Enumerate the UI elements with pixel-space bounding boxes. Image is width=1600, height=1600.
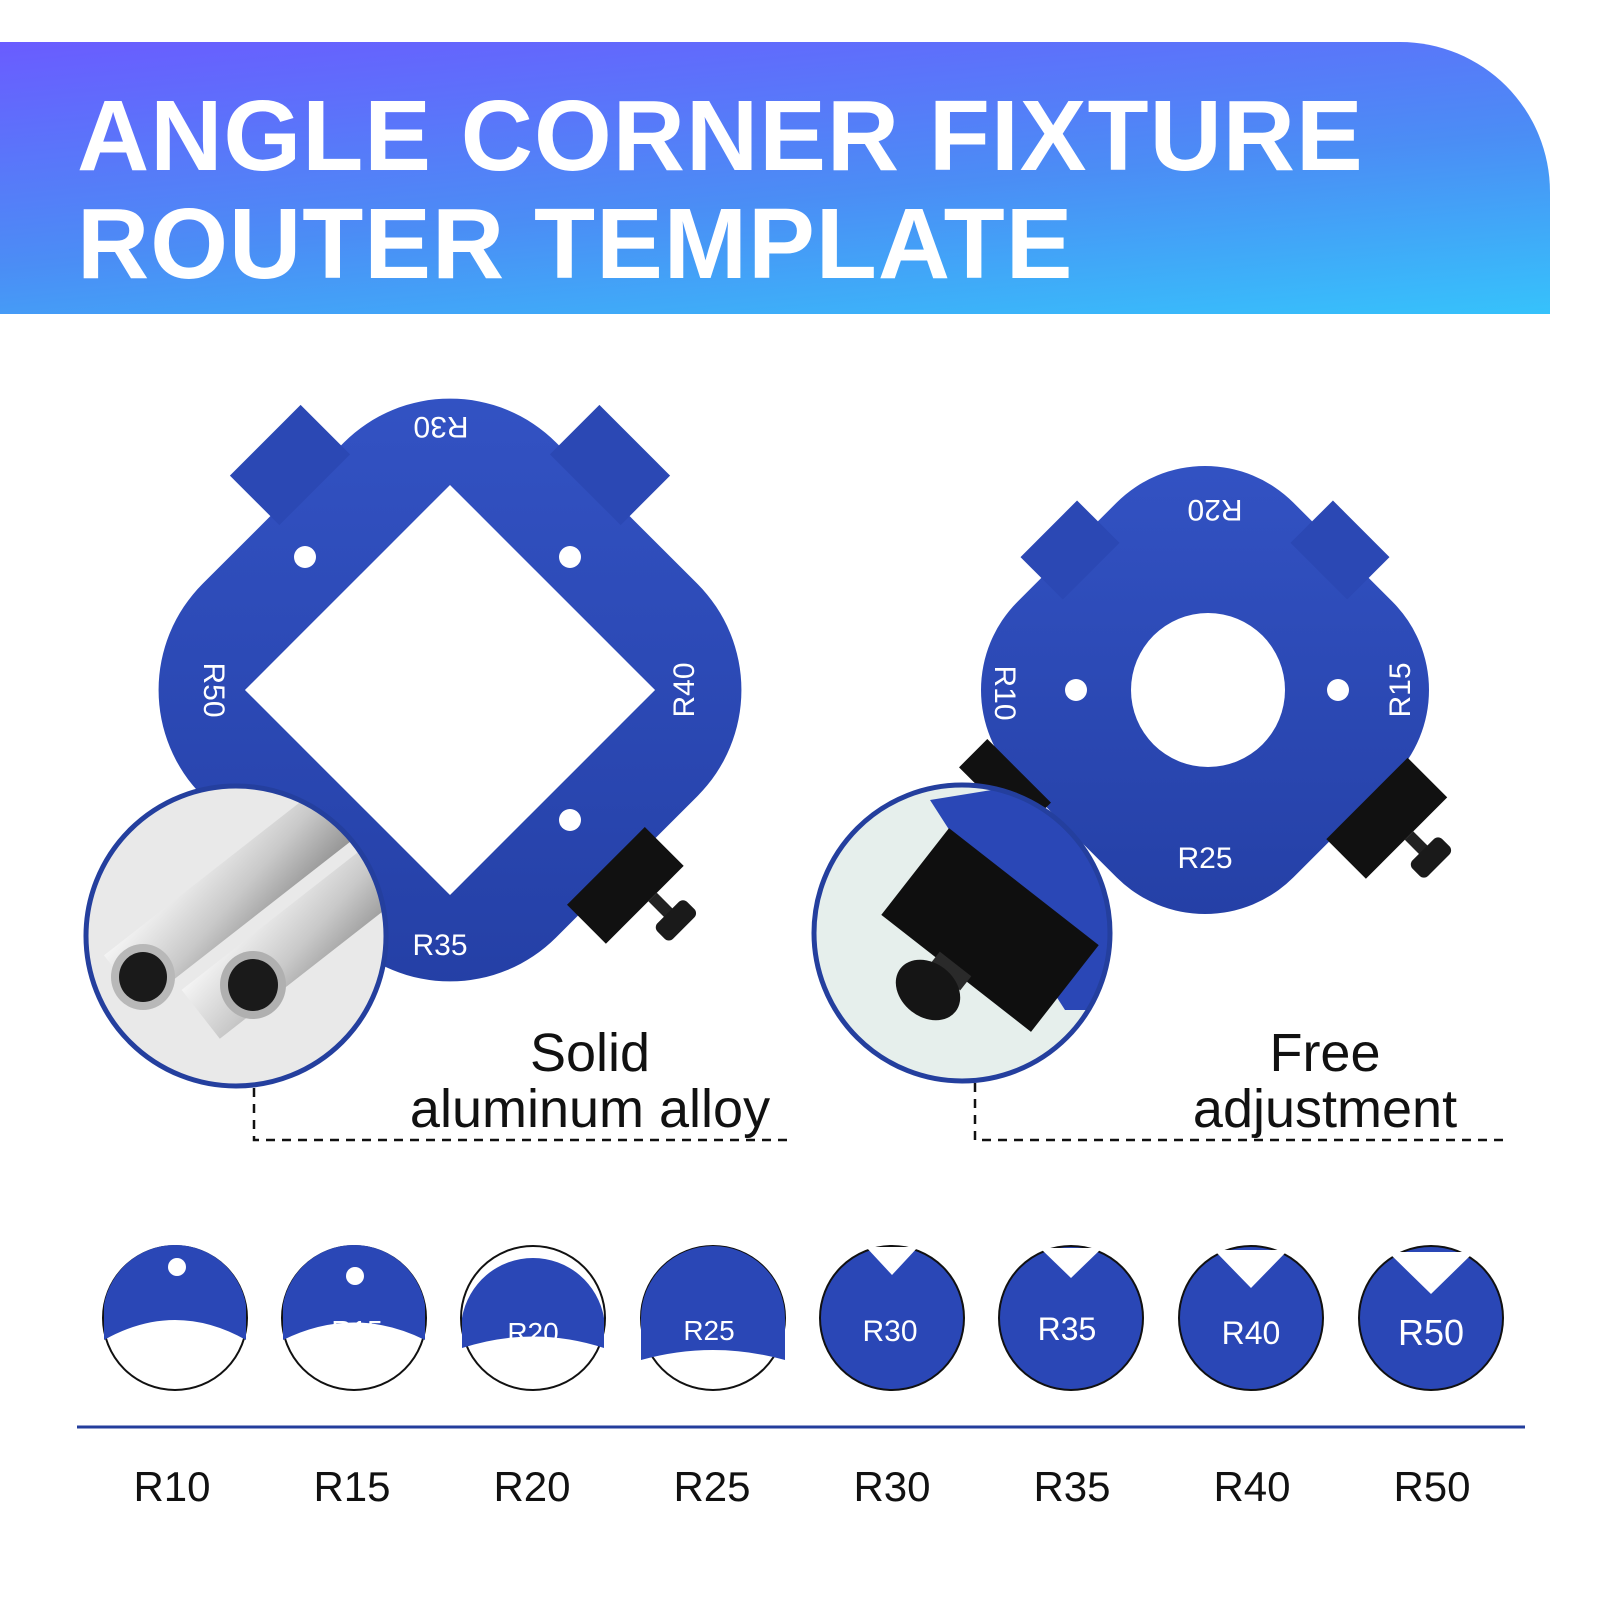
radius-detail-r50 [1358,1245,1504,1391]
radius-label: R50 [1393,1463,1471,1510]
radius-label: R10 [133,1463,211,1510]
small-template-tab [1020,500,1120,600]
small-label-top: R20 [1187,493,1242,526]
feature-caption-material: Solid aluminum alloy [380,1025,800,1137]
small-label-bottom: R25 [1177,842,1232,875]
mounting-hole [559,546,581,568]
header-banner: ANGLE CORNER FIXTURE ROUTER TEMPLATE [0,42,1550,314]
radius-detail-row: R10 R15 R20 R25 R30 R35 R40 R50 [102,1244,1504,1391]
radius-detail-label: R50 [1398,1312,1464,1353]
radius-label: R35 [1033,1463,1111,1510]
large-label-left: R50 [197,662,230,717]
radius-detail-r15 [281,1244,427,1391]
mounting-hole [1065,679,1087,701]
small-label-left: R10 [988,665,1021,720]
small-router-template: R20 R10 R15 R25 [959,466,1452,914]
radius-label: R25 [673,1463,751,1510]
small-label-right: R15 [1384,662,1417,717]
large-template-opening [244,484,656,896]
radius-detail-r35 [998,1245,1144,1391]
title-line-2: ROUTER TEMPLATE [77,188,1074,300]
small-template-opening [1131,613,1285,767]
mounting-hole [294,546,316,568]
title-line-1: ANGLE CORNER FIXTURE [77,80,1364,192]
radius-detail-label: R35 [1038,1311,1097,1347]
mounting-hole [1327,679,1349,701]
caption-line: Free [1269,1023,1381,1083]
radius-detail-r30 [819,1245,965,1391]
caption-line: Solid [529,1023,651,1083]
radius-detail-label: R30 [862,1315,917,1348]
small-template-tab [1290,500,1390,600]
large-label-bottom: R35 [412,929,467,962]
adjustment-zoom-circle [811,782,1113,1084]
radius-detail-label: R20 [507,1317,558,1348]
radius-detail-r20 [460,1245,606,1391]
radius-detail-label: R40 [1222,1315,1281,1351]
clamp-block [1326,757,1452,879]
clamp-block [567,827,697,944]
mounting-hole [559,809,581,831]
radius-detail-label: R10 [144,1320,195,1351]
callout-line-left [252,1088,790,1142]
feature-caption-adjustment: Free adjustment [1160,1025,1490,1137]
page-title: ANGLE CORNER FIXTURE ROUTER TEMPLATE [77,82,1364,298]
radius-detail-r25 [640,1245,786,1391]
callout-line-right [973,1083,1510,1142]
large-label-right: R40 [668,662,701,717]
radius-label: R30 [853,1463,931,1510]
radius-label: R20 [493,1463,571,1510]
radius-detail-r10 [102,1244,248,1391]
radius-detail-label: R15 [331,1315,382,1346]
radius-label: R40 [1213,1463,1291,1510]
radius-detail-r40 [1178,1245,1324,1391]
banner-background [0,42,1550,314]
caption-line: aluminum alloy [409,1079,771,1139]
caption-line: adjustment [1192,1079,1458,1139]
large-label-top: R30 [413,410,468,443]
material-zoom-circle [83,783,389,1089]
large-template-tab [549,404,671,526]
large-template-tab [229,404,351,526]
radius-detail-label: R25 [683,1315,734,1346]
radius-label: R15 [313,1463,391,1510]
